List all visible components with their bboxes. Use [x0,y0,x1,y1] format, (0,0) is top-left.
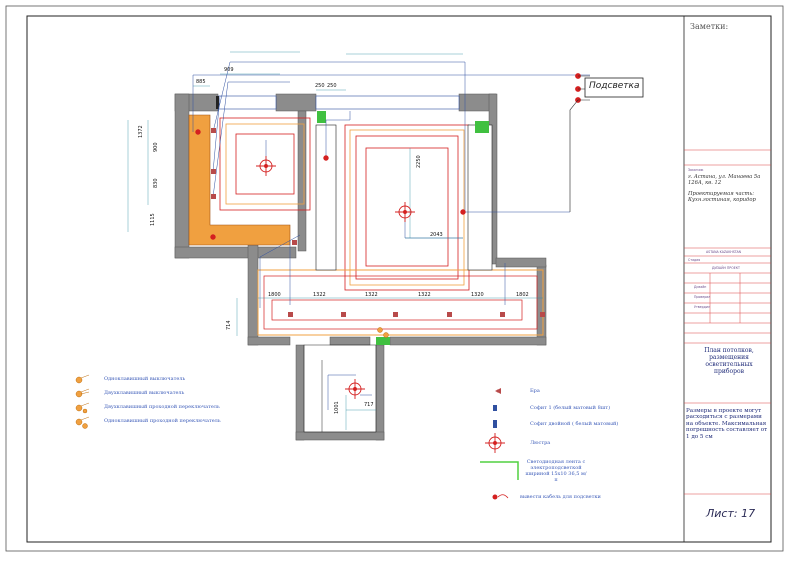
dim-label: 2043 [430,232,443,238]
legend-fixture-label: Бра [530,388,540,394]
legend-switch-icons [75,374,90,429]
plan-switch [377,327,389,338]
dim-label: 250 [315,83,325,89]
project-address: г. Астана, ул. Манаева 5а 126А, кв. 12 [688,174,761,186]
chandelier-lower-room [345,379,365,399]
backlight-callout [569,75,644,212]
dim-label: 1802 [516,292,529,298]
notes-label: Заметки: [690,22,729,31]
wiring [192,61,590,410]
legend-sconce-icon [495,388,501,394]
window-sill-left [216,96,219,109]
dim-label: 830 [153,178,159,188]
design-part: Проектируемая часть: Кухн.гостиная, кори… [688,191,756,203]
columns [315,124,493,271]
legend-fixture-label: Софит 1 (белый матовый 8шт) [530,405,611,411]
designer-label: Дизайн [694,285,707,289]
legend-chandelier-icon [485,433,505,453]
legend-spot-icon [493,405,497,411]
walls [174,93,547,441]
tolerance-note: Размеры в проекте могут расходиться с ра… [686,408,768,440]
dim-label: 900 [153,142,159,152]
title-block-grid [684,149,771,495]
company-name: ASTANA KAZAKHSTAN [706,250,742,254]
legend-fixture-label: Светодиодная лента с электроподсветкой ш… [525,459,587,483]
dimension-lines [127,51,543,430]
dim-label: 714 [226,320,232,330]
dim-label: 250 [327,83,337,89]
dim-label: 1115 [150,213,156,226]
approved-label: Утвердил [694,305,710,309]
dim-label: 1322 [365,292,378,298]
legend-fixture-label: Люстра [530,440,551,446]
legend-switch-label: Одноклавишный выключатель [104,376,186,382]
stage-label: Стадия [688,258,701,262]
dim-label: 717 [364,402,374,408]
legend-cable-icon [492,494,509,500]
dim-label: 1001 [334,401,340,414]
ceiling-contour-kitchen [219,117,311,211]
project-name: ДИЗАЙН ПРОЕКТ [712,266,740,270]
legend-switch-label: Двухклавишный выключатель [104,390,185,396]
spotlights [211,128,545,317]
dim-label: 1322 [313,292,326,298]
dim-label: 1320 [471,292,484,298]
kitchen-counter [188,114,291,246]
sheet-name: План потолков, размещения осветительных … [704,347,754,375]
dim-label: 909 [224,67,234,73]
outer-frame [5,5,784,552]
windows [217,95,460,110]
ceiling-contour-living [344,124,470,291]
sheet-number: Лист: 17 [706,507,756,520]
backlight-callout-label: Подсветка [589,81,640,91]
client-label: Заказчик [688,168,704,172]
legend-switch-label: Одноклавишный проходной переключатель [104,418,221,424]
lower-room-inner [303,344,377,433]
dim-label: 2250 [416,155,422,168]
led-strip-blocks [317,111,489,345]
legend-double-spot-icon [493,420,497,428]
dim-label: 1372 [138,125,144,138]
checked-label: Проверил [694,295,711,299]
chandelier-kitchen [256,156,276,176]
legend-fixture-label: вывести кабель для подсветки [520,494,601,500]
legend-led-strip-icon [480,461,519,480]
dim-label: 885 [196,79,206,85]
legend-fixture-label: Софит двойной ( белый матовый) [530,421,619,427]
dim-label: 1322 [418,292,431,298]
ceiling-contour-corridor [257,269,544,336]
legend-switch-label: Двухклавишный проходной переключатель [104,404,220,410]
inner-frame [26,15,772,543]
legend-fixture-icons [480,388,519,500]
dim-label: 1800 [268,292,281,298]
chandelier-living [395,202,415,222]
